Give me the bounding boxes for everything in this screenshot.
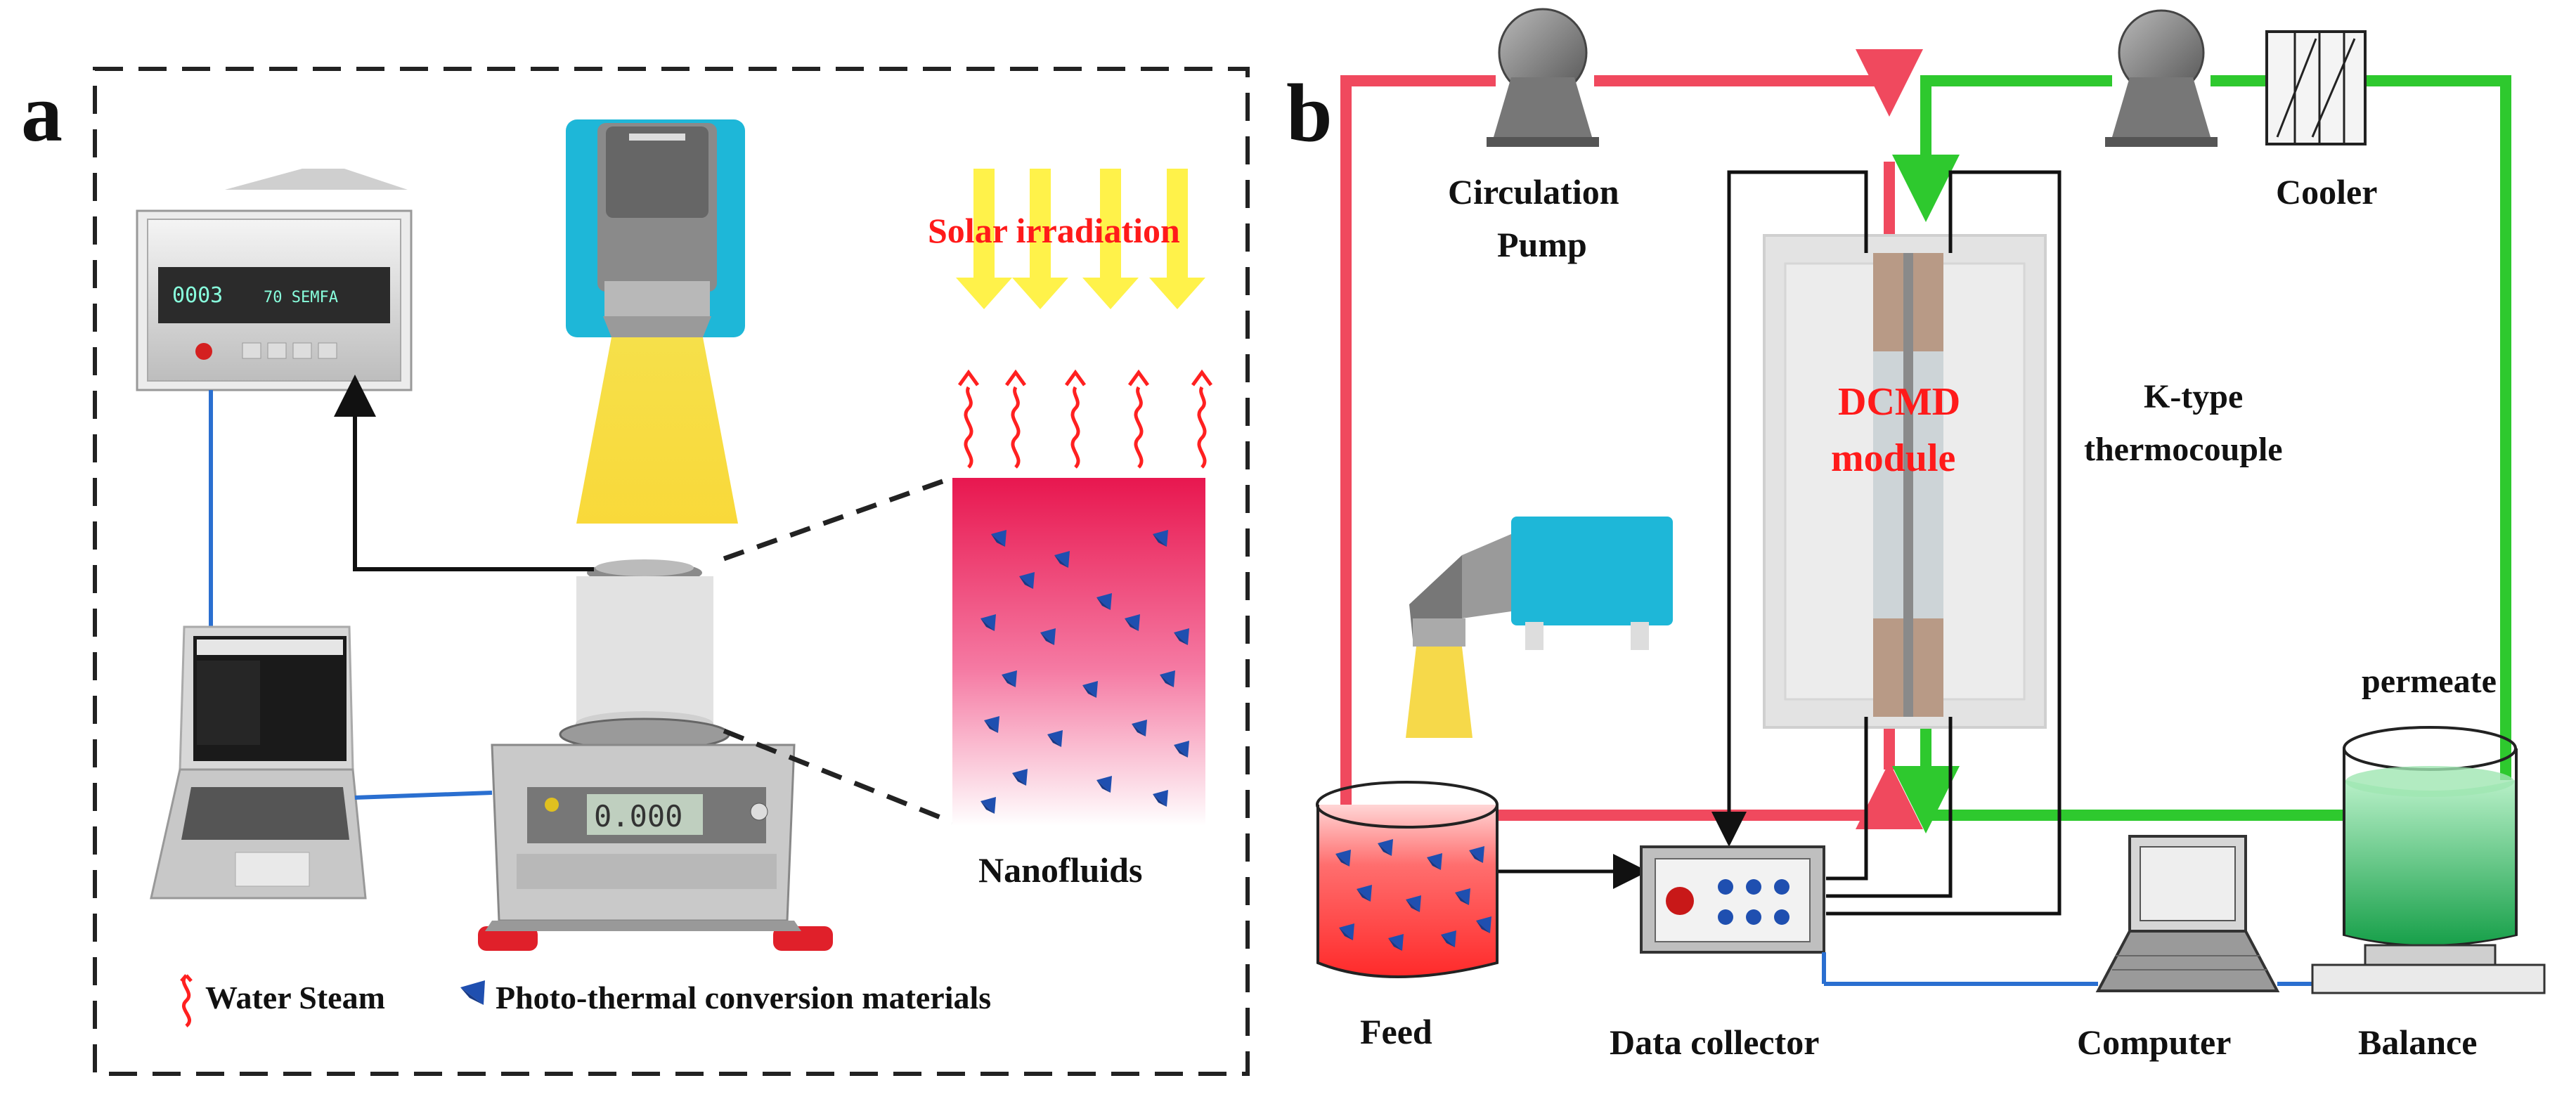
nanofluids-label: Nanofluids xyxy=(978,850,1142,890)
temperature-controller: 0003 70 SEMFA xyxy=(136,169,413,391)
solar-lamp-b xyxy=(1406,517,1673,738)
controller-display: 0003 xyxy=(172,283,223,308)
hot-loop-top xyxy=(1594,49,1923,117)
cold-loop-right xyxy=(2365,75,2511,780)
legend-a: Water Steam Photo-thermal conversion mat… xyxy=(180,974,991,1027)
computer-b xyxy=(2095,835,2280,992)
data-collector xyxy=(1640,845,1825,954)
legend-water-steam: Water Steam xyxy=(205,980,385,1015)
panel-b-label: b xyxy=(1286,67,1333,159)
thermocouple-line2: thermocouple xyxy=(2084,431,2283,468)
permeate-label: permeate xyxy=(2362,663,2497,700)
balance-a: 0.000 xyxy=(478,559,833,951)
feed-label: Feed xyxy=(1360,1012,1432,1051)
dcmd-module xyxy=(1763,234,2047,729)
dcmd-line2: module xyxy=(1831,436,1955,480)
solar-lamp-a xyxy=(566,119,745,524)
panel-a-frame xyxy=(93,67,1250,1076)
circulation-pump xyxy=(1487,8,1599,147)
solar-arrows xyxy=(956,169,1205,309)
solar-irradiation-label: Solar irradiation xyxy=(928,211,1180,250)
water-steam-waves xyxy=(957,369,1213,467)
balance-label: Balance xyxy=(2358,1023,2477,1062)
cold-loop-top xyxy=(1892,75,2112,222)
laptop-balance-cable xyxy=(354,791,493,800)
circulation-pump-line2: Pump xyxy=(1497,225,1587,264)
permeate-beaker xyxy=(2343,726,2518,947)
cold-pump xyxy=(2105,9,2218,147)
computer-label: Computer xyxy=(2077,1023,2231,1062)
thermocouple-line1: K-type xyxy=(2144,378,2243,415)
thermocouple-wires xyxy=(1727,170,2062,916)
data-arrow-a xyxy=(334,375,594,571)
cooler xyxy=(2265,30,2367,145)
hot-loop-left xyxy=(1340,75,1889,821)
zoom-line-bottom xyxy=(723,728,954,825)
balance-b xyxy=(2311,944,2546,994)
nanofluid-box xyxy=(952,478,1205,826)
light-beam-a xyxy=(576,337,738,524)
laptop-a xyxy=(150,625,367,900)
svg-text:70 SEMFA: 70 SEMFA xyxy=(264,289,338,306)
circulation-pump-line1: Circulation xyxy=(1448,172,1619,212)
panel-a-label: a xyxy=(21,67,63,159)
cooler-label: Cooler xyxy=(2276,172,2377,212)
dcmd-line1: DCMD xyxy=(1838,380,1960,424)
legend-photothermal: Photo-thermal conversion materials xyxy=(496,980,991,1015)
balance-display: 0.000 xyxy=(594,799,682,833)
feed-beaker xyxy=(1316,781,1499,978)
data-collector-label: Data collector xyxy=(1610,1023,1819,1062)
zoom-line-top xyxy=(723,475,954,562)
